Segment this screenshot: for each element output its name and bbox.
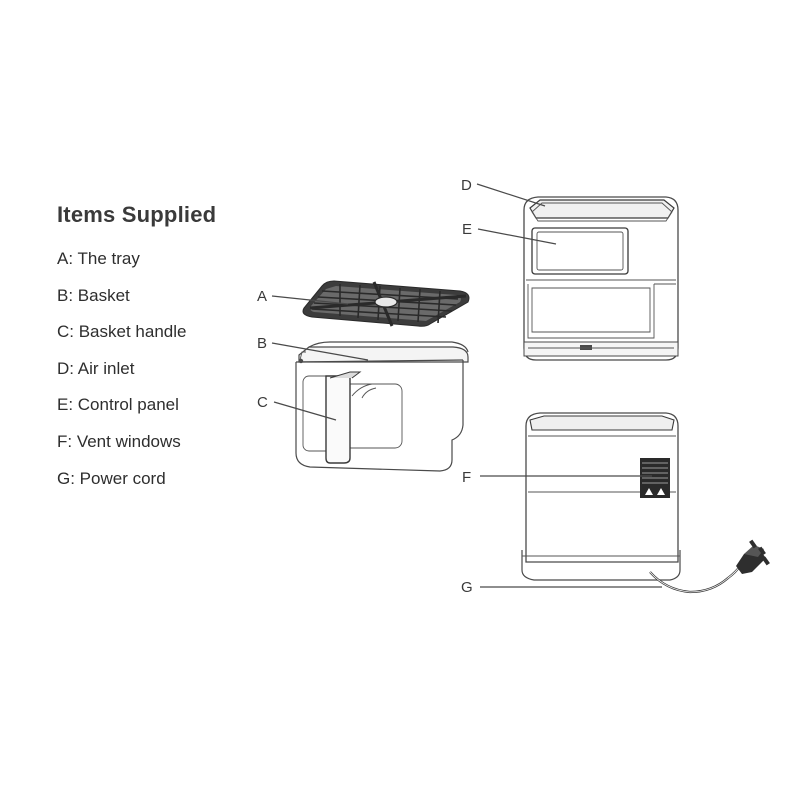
air-fryer-front-illustration (523, 196, 679, 361)
basket-illustration (295, 341, 469, 472)
item-f-vent-windows: F: Vent windows (57, 431, 181, 451)
callout-lines (271, 183, 662, 588)
callout-f: F (462, 469, 471, 486)
callout-c: C (257, 394, 268, 411)
item-b-basket: B: Basket (57, 285, 130, 305)
items-supplied-title: Items Supplied (57, 202, 217, 227)
callout-a: A (257, 288, 267, 305)
item-d-air-inlet: D: Air inlet (57, 358, 135, 378)
item-e-control-panel: E: Control panel (57, 395, 179, 415)
callout-d: D (461, 177, 472, 194)
item-g-power-cord: G: Power cord (57, 468, 166, 488)
plug-icon (736, 539, 770, 574)
items-list: A: The tray B: Basket C: Basket handle D… (57, 248, 186, 504)
callout-g: G (461, 579, 473, 596)
air-fryer-back-illustration (521, 412, 770, 594)
tray-illustration (302, 280, 470, 327)
callout-b: B (257, 335, 267, 352)
item-a-the-tray: A: The tray (57, 249, 140, 268)
callout-e: E (462, 221, 472, 238)
item-c-basket-handle: C: Basket handle (57, 322, 187, 342)
